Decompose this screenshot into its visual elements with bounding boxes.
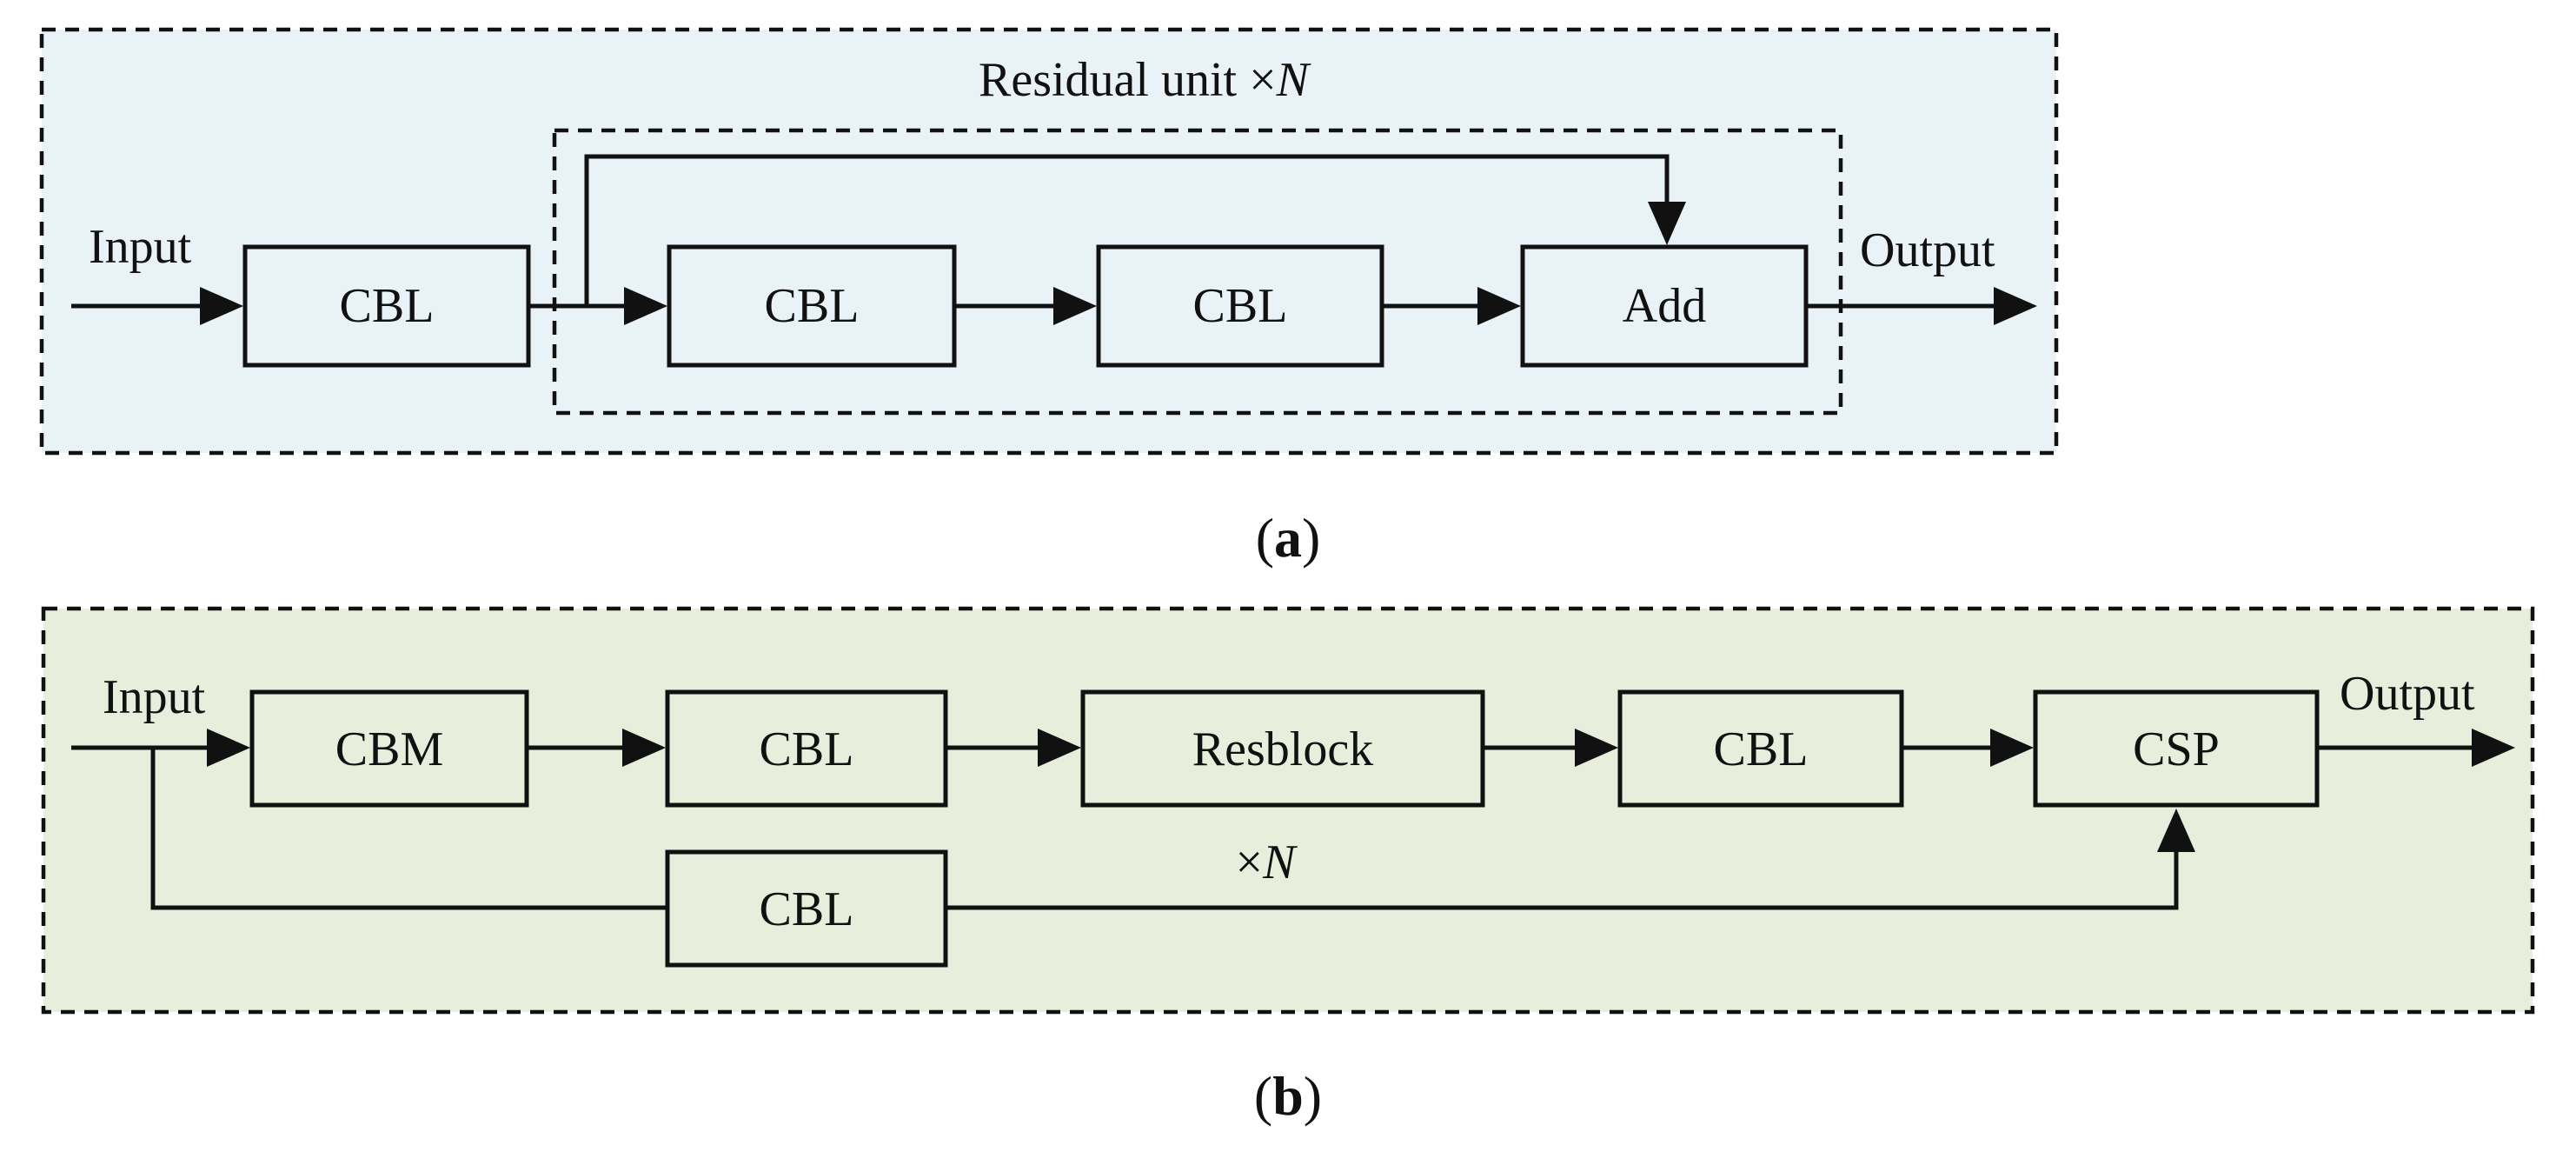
block-resblock: Resblock (1080, 689, 1485, 808)
bypass-arrow-head (2157, 809, 2195, 852)
bypass-line-left (150, 748, 666, 910)
panel-a-input-label: Input (89, 220, 192, 274)
arrow-head-cbl-1 (624, 287, 667, 325)
block-cbl-1-label: CBL (765, 279, 860, 333)
block-add-label: Add (1623, 279, 1706, 333)
arrow-head-cbl-1-b (622, 729, 666, 767)
block-cbl-input: CBL (242, 244, 531, 368)
block-cbl-bypass-label: CBL (760, 882, 854, 936)
input-arrow-head (200, 287, 243, 325)
block-cbm: CBM (249, 689, 529, 808)
residual-unit-border (552, 128, 1843, 416)
panel-a-connectors (71, 154, 2037, 325)
block-cbl-2-label: CBL (1193, 279, 1288, 333)
block-cbl-1-border (667, 244, 957, 368)
output-arrow-head-b (2472, 729, 2515, 767)
skip-connection-line (584, 154, 1670, 306)
block-cbl-input-border (242, 244, 531, 368)
block-cbl-1-b-label: CBL (760, 722, 854, 776)
arrow-head-cbm (207, 729, 250, 767)
panel-b-input-label: Input (103, 670, 206, 724)
block-cbl-1-b-border (665, 689, 948, 808)
block-cbm-border (249, 689, 529, 808)
arrow-head-csp (1990, 729, 2034, 767)
arrow-head-add (1477, 287, 1521, 325)
residual-unit-label: Residual unit ×N (979, 53, 1311, 107)
panel-b-caption: (b) (1254, 1065, 1322, 1127)
panel-a-caption: (a) (1256, 507, 1321, 569)
block-cbl-2-b-label: CBL (1714, 722, 1809, 776)
block-cbl-2-b: CBL (1617, 689, 1904, 808)
arrow-head-cbl-2 (1053, 287, 1097, 325)
block-cbl-2: CBL (1096, 244, 1384, 368)
panel-b-output-label: Output (2340, 667, 2475, 721)
block-resblock-border (1080, 689, 1485, 808)
panel-a: Residual unit ×N Input Output CBL CBL (39, 27, 2059, 569)
output-arrow-head (1994, 287, 2037, 325)
block-cbm-label: CBM (335, 722, 444, 776)
panel-b: Input Output ×N CBM CBL Resblock CBL CSP… (41, 606, 2535, 1127)
bypass-line-right (946, 852, 2179, 910)
panel-b-border (41, 606, 2535, 1015)
block-cbl-1-b: CBL (665, 689, 948, 808)
block-add-border (1520, 244, 1809, 368)
block-cbl-2-b-border (1617, 689, 1904, 808)
block-csp: CSP (2033, 689, 2320, 808)
repeat-label: ×N (1236, 835, 1298, 889)
panel-b-connectors (71, 729, 2515, 910)
block-csp-border (2033, 689, 2320, 808)
arrow-head-cbl-2-b (1575, 729, 1618, 767)
panel-b-background (43, 609, 2533, 1012)
arrow-head-resblock (1038, 729, 1081, 767)
panel-a-output-label: Output (1860, 223, 1995, 277)
block-cbl-input-label: CBL (340, 279, 435, 333)
block-add: Add (1520, 244, 1809, 368)
block-cbl-bypass: CBL (665, 849, 948, 968)
block-cbl-2-border (1096, 244, 1384, 368)
block-resblock-label: Resblock (1192, 722, 1373, 776)
block-csp-label: CSP (2133, 722, 2220, 776)
panel-a-background (42, 30, 2056, 453)
block-cbl-bypass-border (665, 849, 948, 968)
block-cbl-1: CBL (667, 244, 957, 368)
skip-arrow-head (1648, 202, 1686, 245)
